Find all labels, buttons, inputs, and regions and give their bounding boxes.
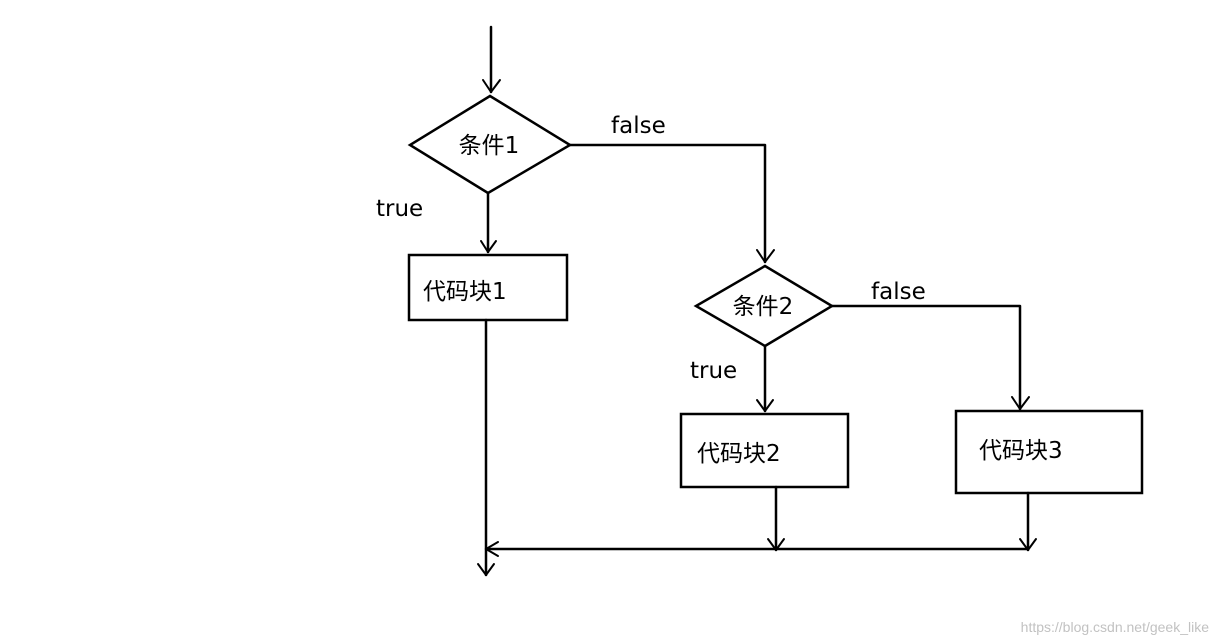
- code-block-1-node: 代码块1: [407, 253, 569, 322]
- condition-2-node: 条件2: [693, 264, 835, 348]
- condition-1-label: 条件1: [459, 133, 520, 159]
- condition-1-node: 条件1: [407, 94, 573, 195]
- code-block-3-label: 代码块3: [979, 438, 1063, 464]
- code-block-2-label: 代码块2: [697, 441, 781, 467]
- edge-condition-1-false-label: false: [611, 113, 666, 139]
- merge-left-arrowhead: [485, 541, 499, 557]
- edge-condition-1-true: true: [376, 191, 497, 254]
- edge-condition-2-true: true: [690, 344, 774, 413]
- source-watermark: https://blog.csdn.net/geek_like: [1020, 619, 1209, 635]
- merge-connectors: [477, 318, 1037, 577]
- edge-condition-1-true-label: true: [376, 196, 423, 222]
- condition-2-label: 条件2: [733, 294, 794, 320]
- edge-condition-2-false-label: false: [871, 279, 926, 305]
- edge-condition-2-false: false: [830, 279, 1030, 411]
- code-block-1-box: [407, 253, 569, 322]
- edge-condition-2-true-label: true: [690, 358, 737, 384]
- code-block-2-box: [679, 412, 850, 489]
- code-block-2-node: 代码块2: [679, 412, 850, 489]
- merge-exit-arrowhead: [477, 563, 495, 576]
- code-block-3-box: [954, 409, 1144, 495]
- edge-condition-1-false: false: [568, 113, 775, 264]
- entry-arrow: [482, 25, 501, 94]
- code-block-3-node: 代码块3: [954, 409, 1144, 495]
- code-block-1-label: 代码块1: [423, 279, 507, 305]
